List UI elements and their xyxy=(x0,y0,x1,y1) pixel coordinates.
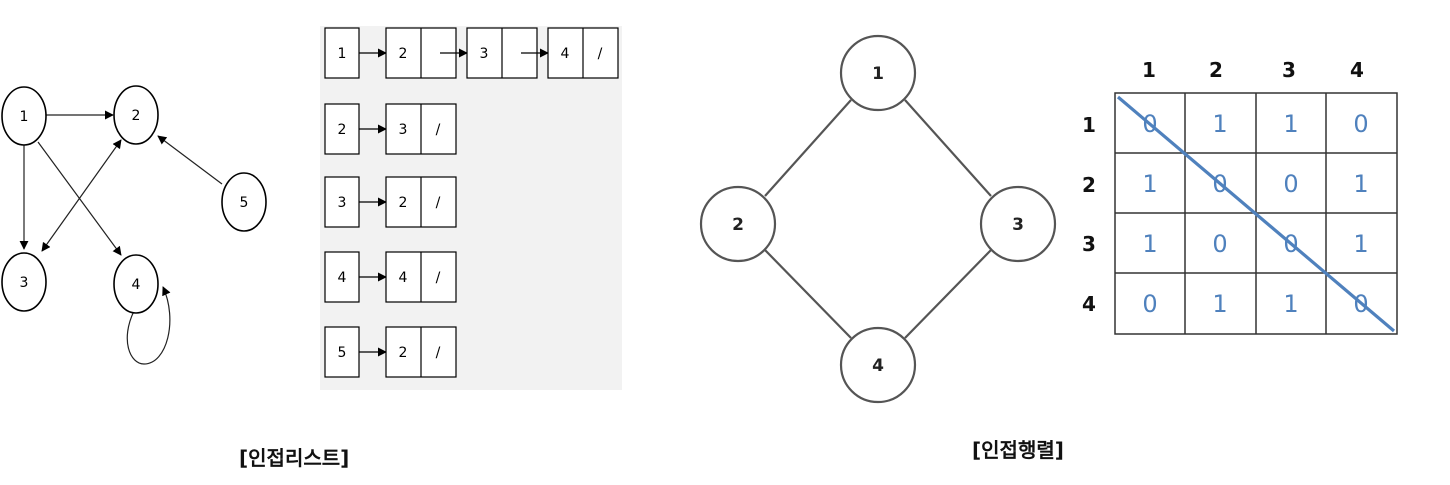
matrix-row-header: 4 xyxy=(1082,292,1096,316)
list-null-pointer: / xyxy=(598,46,603,62)
dg-node-3 xyxy=(1,252,47,312)
matrix-cell: 1 xyxy=(1283,110,1298,138)
list-head-node xyxy=(324,326,360,378)
dg-node-label: 2 xyxy=(132,108,141,124)
adjacency-list-caption: [인접리스트] xyxy=(239,446,350,470)
undirected-nodes xyxy=(699,34,1057,404)
list-shadow xyxy=(320,26,622,390)
list-head-label: 3 xyxy=(338,195,347,211)
matrix-cell: 1 xyxy=(1353,230,1368,258)
list-row-1: 1 2 3 4 / xyxy=(324,27,619,79)
matrix-cell: 0 xyxy=(1353,110,1368,138)
undirected-graph: 1 2 3 4 xyxy=(699,34,1057,404)
list-node-value: 2 xyxy=(399,46,408,62)
list-head-label: 4 xyxy=(338,270,347,286)
list-row-5: 5 2 / xyxy=(324,326,457,378)
edge-3-4 xyxy=(904,249,992,339)
list-node-value: 3 xyxy=(480,46,489,62)
matrix-cell: 1 xyxy=(1283,290,1298,318)
matrix-cells: 0 1 1 0 1 0 0 1 1 0 0 1 0 1 1 0 xyxy=(1142,110,1368,318)
ug-node-4 xyxy=(839,326,917,404)
list-head-label: 2 xyxy=(338,122,347,138)
list-head-node xyxy=(324,27,360,79)
matrix-row-header: 3 xyxy=(1082,232,1096,256)
dg-node-4 xyxy=(113,254,159,314)
list-head-node xyxy=(324,251,360,303)
adjacency-list: 1 2 3 4 / 2 3 / 3 xyxy=(320,26,622,390)
dg-node-label: 5 xyxy=(240,195,249,211)
dg-node-2 xyxy=(113,85,159,145)
list-null-pointer: / xyxy=(436,270,441,286)
edge-1-2 xyxy=(764,99,852,197)
list-head-label: 1 xyxy=(338,46,347,62)
list-node-value: 3 xyxy=(399,122,408,138)
ug-node-label: 3 xyxy=(1012,215,1024,235)
undirected-node-labels: 1 2 3 4 xyxy=(732,64,1024,376)
list-row-3: 3 2 / xyxy=(324,176,457,228)
dg-node-label: 3 xyxy=(20,275,29,291)
list-null-pointer: / xyxy=(436,345,441,361)
matrix-col-header: 3 xyxy=(1282,58,1296,82)
matrix-cell: 1 xyxy=(1142,170,1157,198)
ug-node-label: 2 xyxy=(732,215,744,235)
edge-5-2 xyxy=(157,135,223,185)
directed-graph: 1 2 3 4 5 xyxy=(1,85,267,365)
matrix-row-header: 2 xyxy=(1082,173,1096,197)
matrix-cell: 0 xyxy=(1283,170,1298,198)
list-null-pointer: / xyxy=(436,195,441,211)
directed-nodes xyxy=(1,85,267,314)
matrix-cell: 0 xyxy=(1142,290,1157,318)
matrix-col-header: 1 xyxy=(1142,58,1156,82)
matrix-cell: 0 xyxy=(1212,230,1227,258)
matrix-row-headers: 1 2 3 4 xyxy=(1082,113,1096,316)
matrix-col-header: 4 xyxy=(1350,58,1364,82)
list-head-node xyxy=(324,176,360,228)
list-node-value: 2 xyxy=(399,345,408,361)
list-head-node xyxy=(324,103,360,155)
matrix-cell: 1 xyxy=(1353,170,1368,198)
edge-2-3 xyxy=(41,139,122,252)
adjacency-matrix-caption: [인접행렬] xyxy=(972,438,1064,462)
adjacency-matrix: 1 2 3 4 1 2 3 4 0 1 1 0 1 0 0 xyxy=(1082,58,1398,335)
ug-node-1 xyxy=(839,34,917,112)
list-row-4: 4 4 / xyxy=(324,251,457,303)
undirected-edges xyxy=(764,99,992,339)
directed-edges xyxy=(19,110,223,365)
matrix-diagonal-line xyxy=(1116,95,1396,333)
ug-node-3 xyxy=(979,185,1057,263)
edge-4-4-loop xyxy=(126,286,171,365)
ug-node-2 xyxy=(699,185,777,263)
directed-node-labels: 1 2 3 4 5 xyxy=(20,108,249,293)
matrix-cell: 1 xyxy=(1142,230,1157,258)
edge-2-4 xyxy=(764,249,852,339)
dg-node-label: 4 xyxy=(132,277,141,293)
ug-node-label: 1 xyxy=(872,64,884,84)
list-null-pointer: / xyxy=(436,122,441,138)
matrix-col-header: 2 xyxy=(1209,58,1223,82)
matrix-col-headers: 1 2 3 4 xyxy=(1142,58,1364,82)
dg-node-1 xyxy=(1,86,47,146)
list-node-value: 4 xyxy=(561,46,570,62)
matrix-row-header: 1 xyxy=(1082,113,1096,137)
list-row-2: 2 3 / xyxy=(324,103,457,155)
list-node-value: 2 xyxy=(399,195,408,211)
list-node-value: 4 xyxy=(399,270,408,286)
dg-node-label: 1 xyxy=(20,109,29,125)
matrix-cell: 1 xyxy=(1212,290,1227,318)
matrix-cell: 1 xyxy=(1212,110,1227,138)
list-head-label: 5 xyxy=(338,345,347,361)
ug-node-label: 4 xyxy=(872,356,884,376)
edge-1-3 xyxy=(904,99,992,197)
dg-node-5 xyxy=(221,172,267,232)
